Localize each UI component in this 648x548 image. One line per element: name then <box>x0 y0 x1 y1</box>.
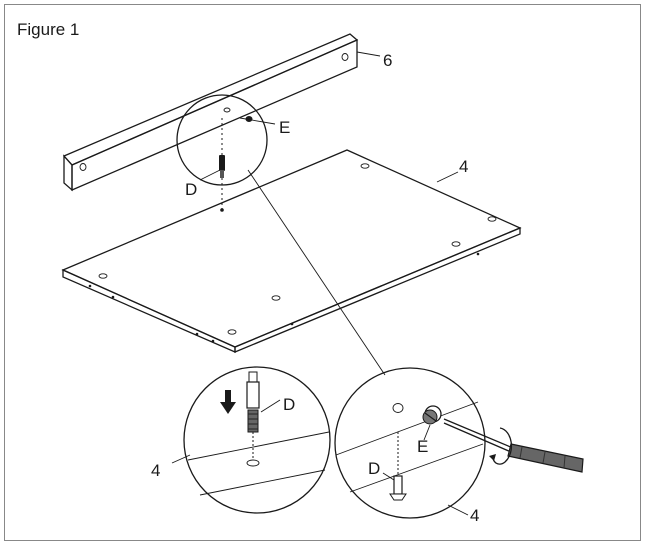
leader-rail <box>356 51 381 57</box>
dowel-pin-top <box>219 118 225 212</box>
screwdriver-icon <box>443 418 584 473</box>
rail-part-6 <box>62 33 359 192</box>
label-dowel-pin-d: D <box>185 180 197 199</box>
down-arrow-icon <box>220 390 236 414</box>
zoom-circle-top <box>176 94 268 186</box>
label-cam-lock-e: E <box>279 118 290 137</box>
figure-title: Figure 1 <box>17 20 80 39</box>
label-detail-right-pin: D <box>368 459 380 478</box>
leader-pin-top <box>199 169 221 181</box>
label-detail-right-panel: 4 <box>470 506 479 525</box>
label-rail-6: 6 <box>383 51 392 70</box>
detail-right <box>334 367 486 519</box>
rotation-arrow-icon <box>489 427 513 465</box>
detail-left <box>171 366 331 514</box>
detail-connector <box>247 169 386 376</box>
label-detail-left-pin: D <box>283 395 295 414</box>
leader-cam-top <box>239 117 276 125</box>
panel-part-4 <box>61 149 522 353</box>
label-panel-4: 4 <box>459 157 468 176</box>
label-detail-right-cam: E <box>417 437 428 456</box>
label-detail-left-panel: 4 <box>151 461 160 480</box>
leader-panel <box>436 171 459 183</box>
